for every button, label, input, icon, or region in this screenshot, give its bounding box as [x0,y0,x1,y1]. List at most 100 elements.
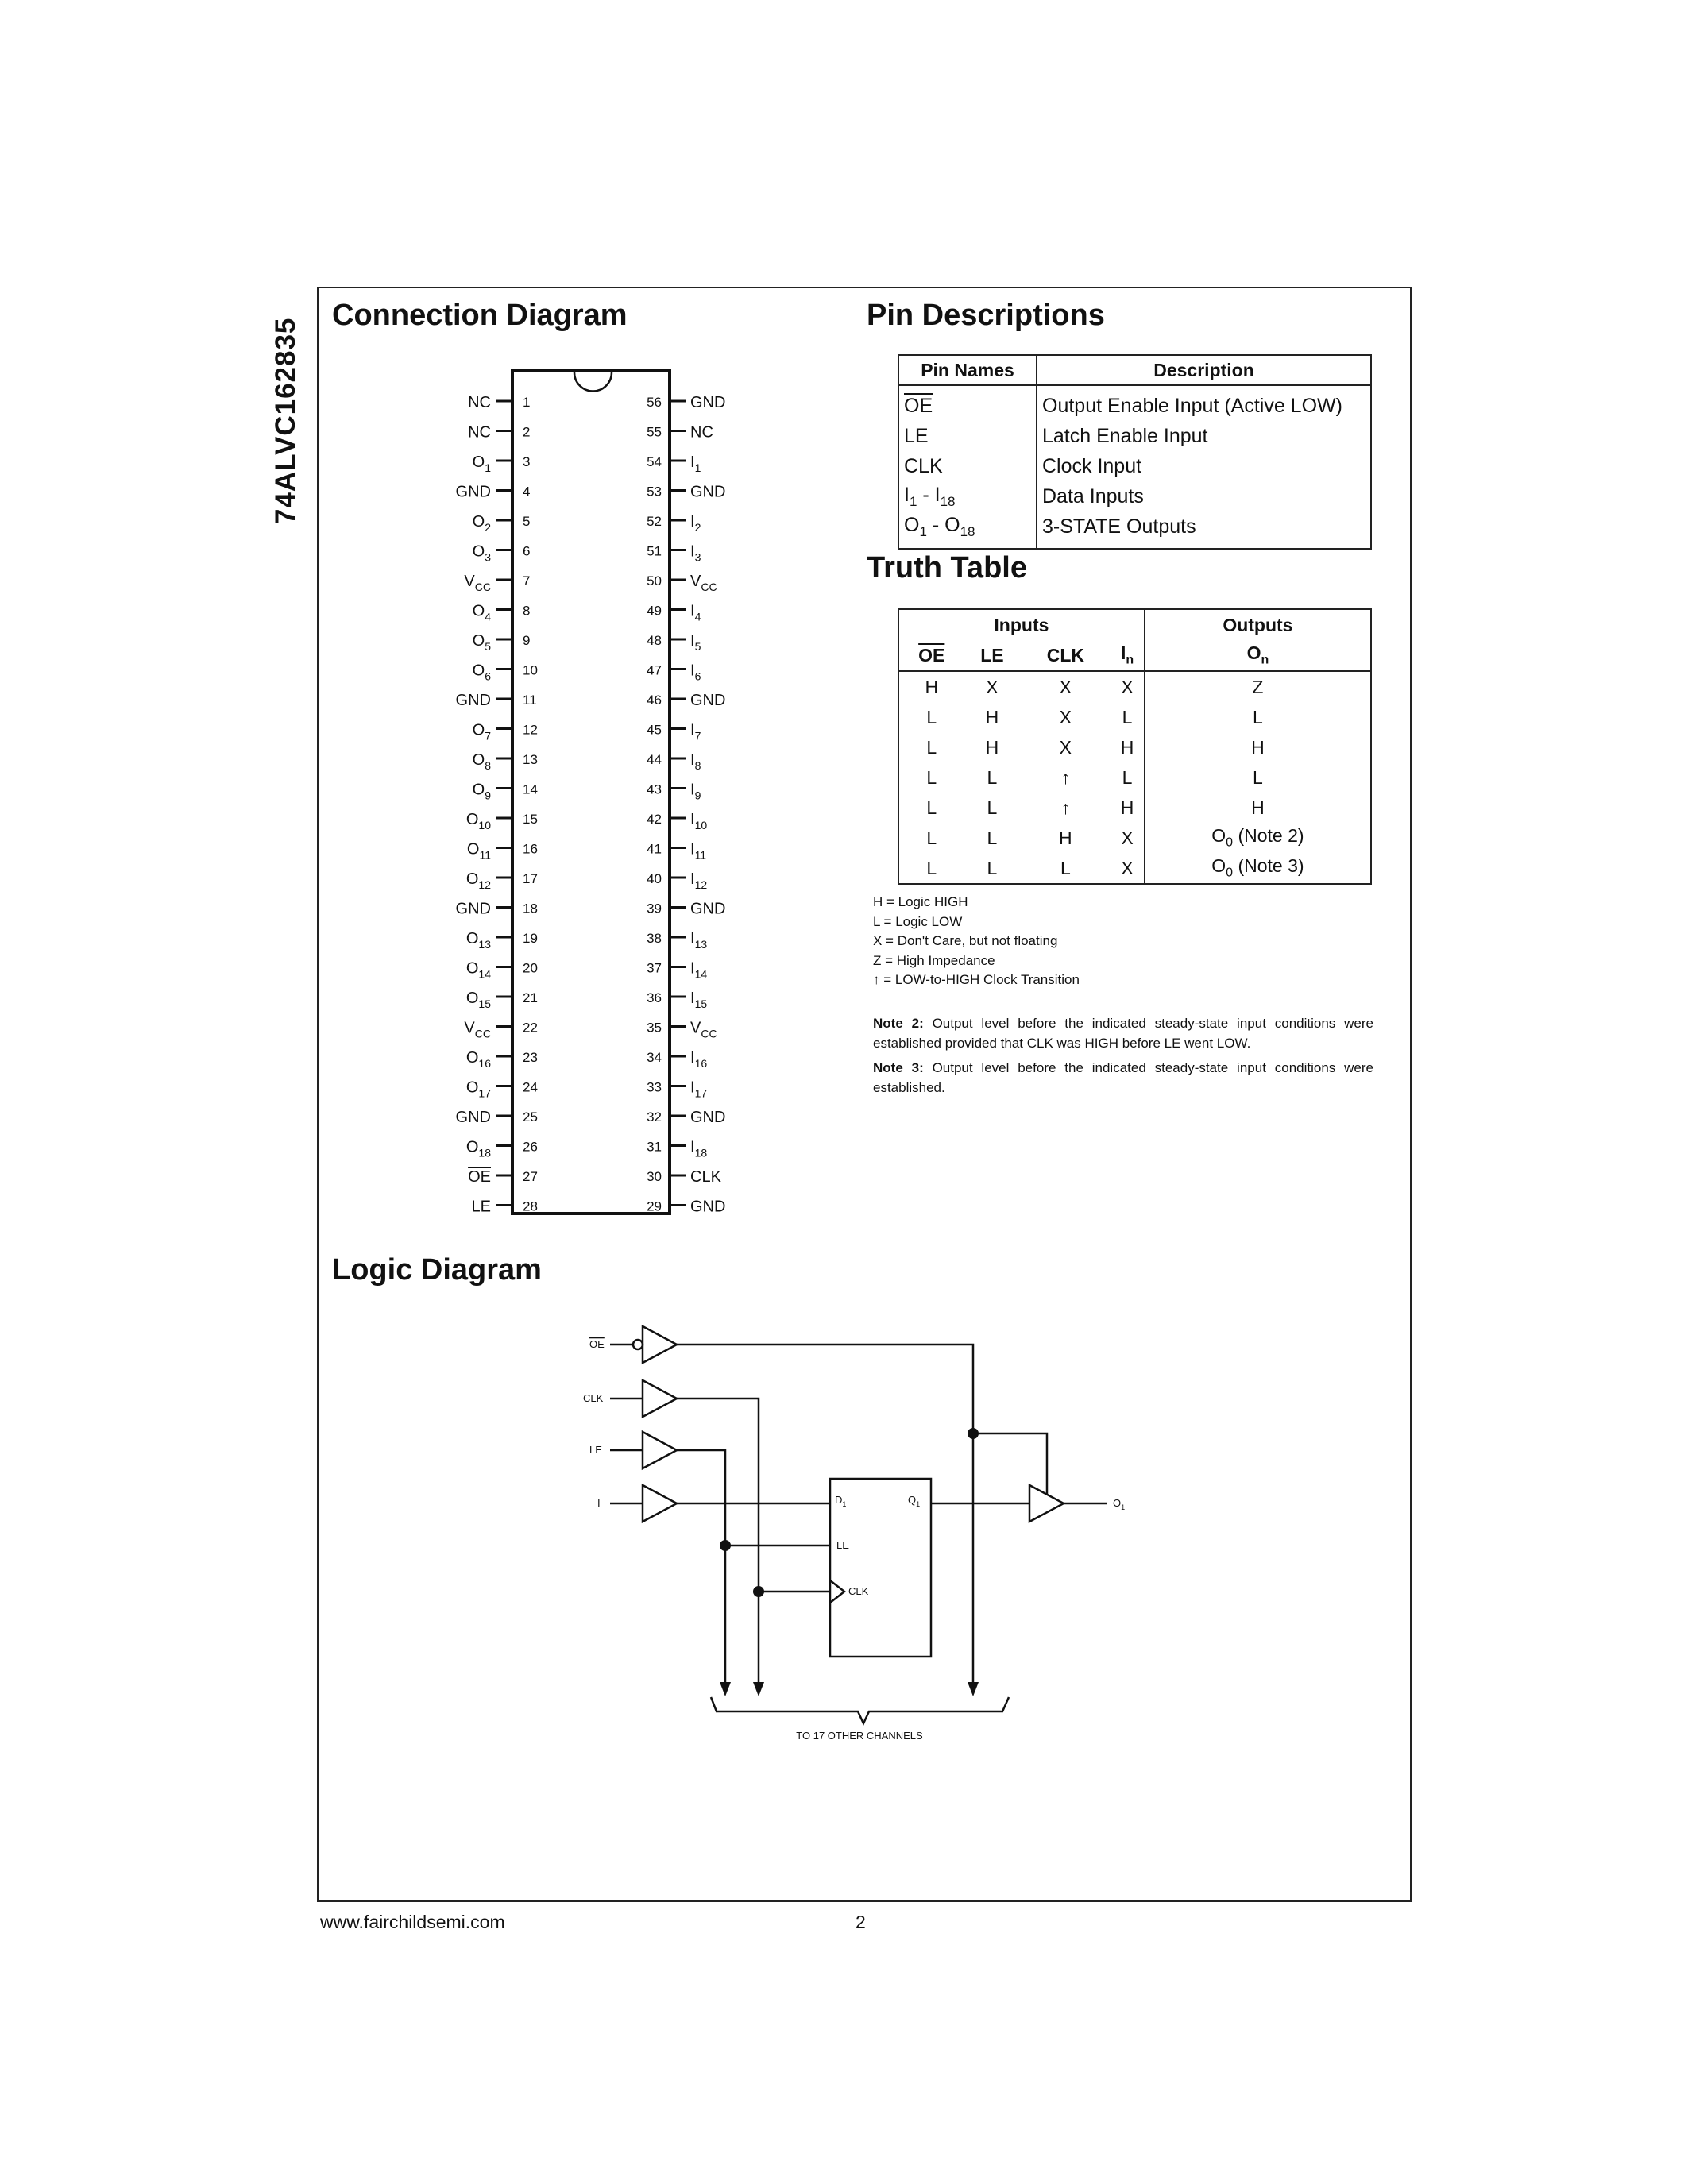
logic-le-label: LE [589,1444,602,1456]
left-pin-name-8: O4 [473,603,492,623]
right-pin-number-22: 35 [647,1021,662,1036]
pin-description-cell: Data Inputs [1042,484,1144,507]
right-pin-name-23: I16 [690,1049,707,1070]
pin-name-cell: O1 - O18 [898,511,1037,549]
right-pin-number-20: 37 [647,961,662,976]
truth-cell: ↑ [1060,797,1071,818]
left-pin-name-18: GND [456,901,491,918]
right-pin-number-13: 44 [647,752,662,767]
left-pin-number-20: 20 [523,961,538,976]
clk-buffer [641,1378,679,1419]
truth-cell: L [1253,706,1263,727]
right-pin-name-21: I15 [690,990,707,1010]
left-pin-number-27: 27 [523,1169,538,1184]
right-pin-name-8: I4 [690,603,701,623]
right-pin-name-6: I3 [690,543,701,564]
left-pin-name-3: O1 [473,453,492,474]
legend-item: Z = High Impedance [873,952,995,968]
truth-cell: ↑ [1060,766,1071,788]
truth-cell: L [987,797,998,818]
right-pin-number-15: 42 [647,812,662,827]
right-pin-number-1: 56 [647,395,662,410]
right-pin-number-8: 49 [647,604,662,619]
right-pin-number-24: 33 [647,1080,662,1095]
footer-url[interactable]: www.fairchildsemi.com [320,1912,505,1932]
ff-q-label: Q1 [908,1494,920,1508]
left-pin-name-14: O9 [473,781,492,802]
truth-cell: L [926,736,937,758]
right-pin-number-12: 45 [647,723,662,738]
left-pin-number-16: 16 [523,842,538,857]
le-buffer [641,1430,679,1471]
truth-cell: X [1111,853,1145,884]
right-pin-number-19: 38 [647,931,662,946]
left-pin-name-12: O7 [473,722,492,743]
ic-package-body [511,369,671,1215]
pin-name-cell: I1 - I18 [898,481,1037,511]
truth-col-header-i: In [1111,640,1145,672]
left-pin-name-22: VCC [464,1020,491,1040]
right-pin-name-1: GND [690,394,725,411]
truth-cell: H [1111,793,1145,823]
truth-cell: L [987,766,998,788]
truth-cell: O0 (Note 3) [1211,855,1304,880]
pin-name-cell: CLK [898,451,1037,481]
logic-oe-label: OE [589,1338,605,1350]
right-pin-number-27: 30 [647,1169,662,1184]
truth-cell: X [1111,671,1145,702]
right-pin-number-23: 34 [647,1050,662,1065]
truth-cell: X [986,676,999,697]
left-pin-name-25: GND [456,1109,491,1126]
left-pin-number-26: 26 [523,1140,538,1155]
truth-cell: X [1059,736,1072,758]
truth-col-header-oe: OE [898,640,964,672]
truth-cell: H [1251,797,1265,818]
truth-col-header-clk: CLK [1020,640,1111,672]
right-pin-name-28: GND [690,1198,725,1216]
right-pin-name-24: I17 [690,1079,707,1100]
right-pin-number-14: 43 [647,782,662,797]
right-pin-number-11: 46 [647,693,662,708]
left-pin-number-25: 25 [523,1109,538,1125]
truth-table-notes: Note 2: Output level before the indicate… [873,1014,1373,1103]
truth-cell: L [926,766,937,788]
truth-cell: H [1059,827,1072,848]
left-pin-number-22: 22 [523,1021,538,1036]
truth-cell: Z [1252,676,1264,697]
left-pin-number-4: 4 [523,484,530,500]
truth-cell: L [1111,702,1145,732]
note-paragraph: Note 3: Output level before the indicate… [873,1060,1373,1095]
truth-cell: X [1111,823,1145,853]
left-pin-name-20: O14 [466,960,491,981]
right-pin-name-13: I8 [690,751,701,772]
pin-name-cell: OE [898,385,1037,421]
truth-cell: H [1111,732,1145,762]
left-pin-name-26: O18 [466,1139,491,1160]
left-pin-name-13: O8 [473,751,492,772]
latch-flipflop [829,1477,933,1658]
page-number: 2 [856,1912,866,1932]
content-frame [317,287,1412,1902]
left-pin-number-1: 1 [523,395,530,410]
ic-notch [573,372,613,392]
right-pin-number-2: 55 [647,425,662,440]
right-pin-name-27: CLK [690,1168,722,1186]
right-pin-number-9: 48 [647,633,662,648]
right-pin-name-5: I2 [690,513,701,534]
left-pin-number-23: 23 [523,1050,538,1065]
truth-cell: X [1059,706,1072,727]
left-pin-name-10: O6 [473,662,492,683]
right-pin-number-17: 40 [647,871,662,886]
right-pin-name-4: GND [690,484,725,501]
truth-cell: L [987,827,998,848]
left-pin-number-5: 5 [523,514,530,529]
left-pin-number-18: 18 [523,901,538,916]
truth-cell: H [1251,736,1265,758]
left-pin-number-15: 15 [523,812,538,827]
ff-clk-label: CLK [848,1585,869,1597]
logic-output-label: O1 [1113,1497,1125,1511]
